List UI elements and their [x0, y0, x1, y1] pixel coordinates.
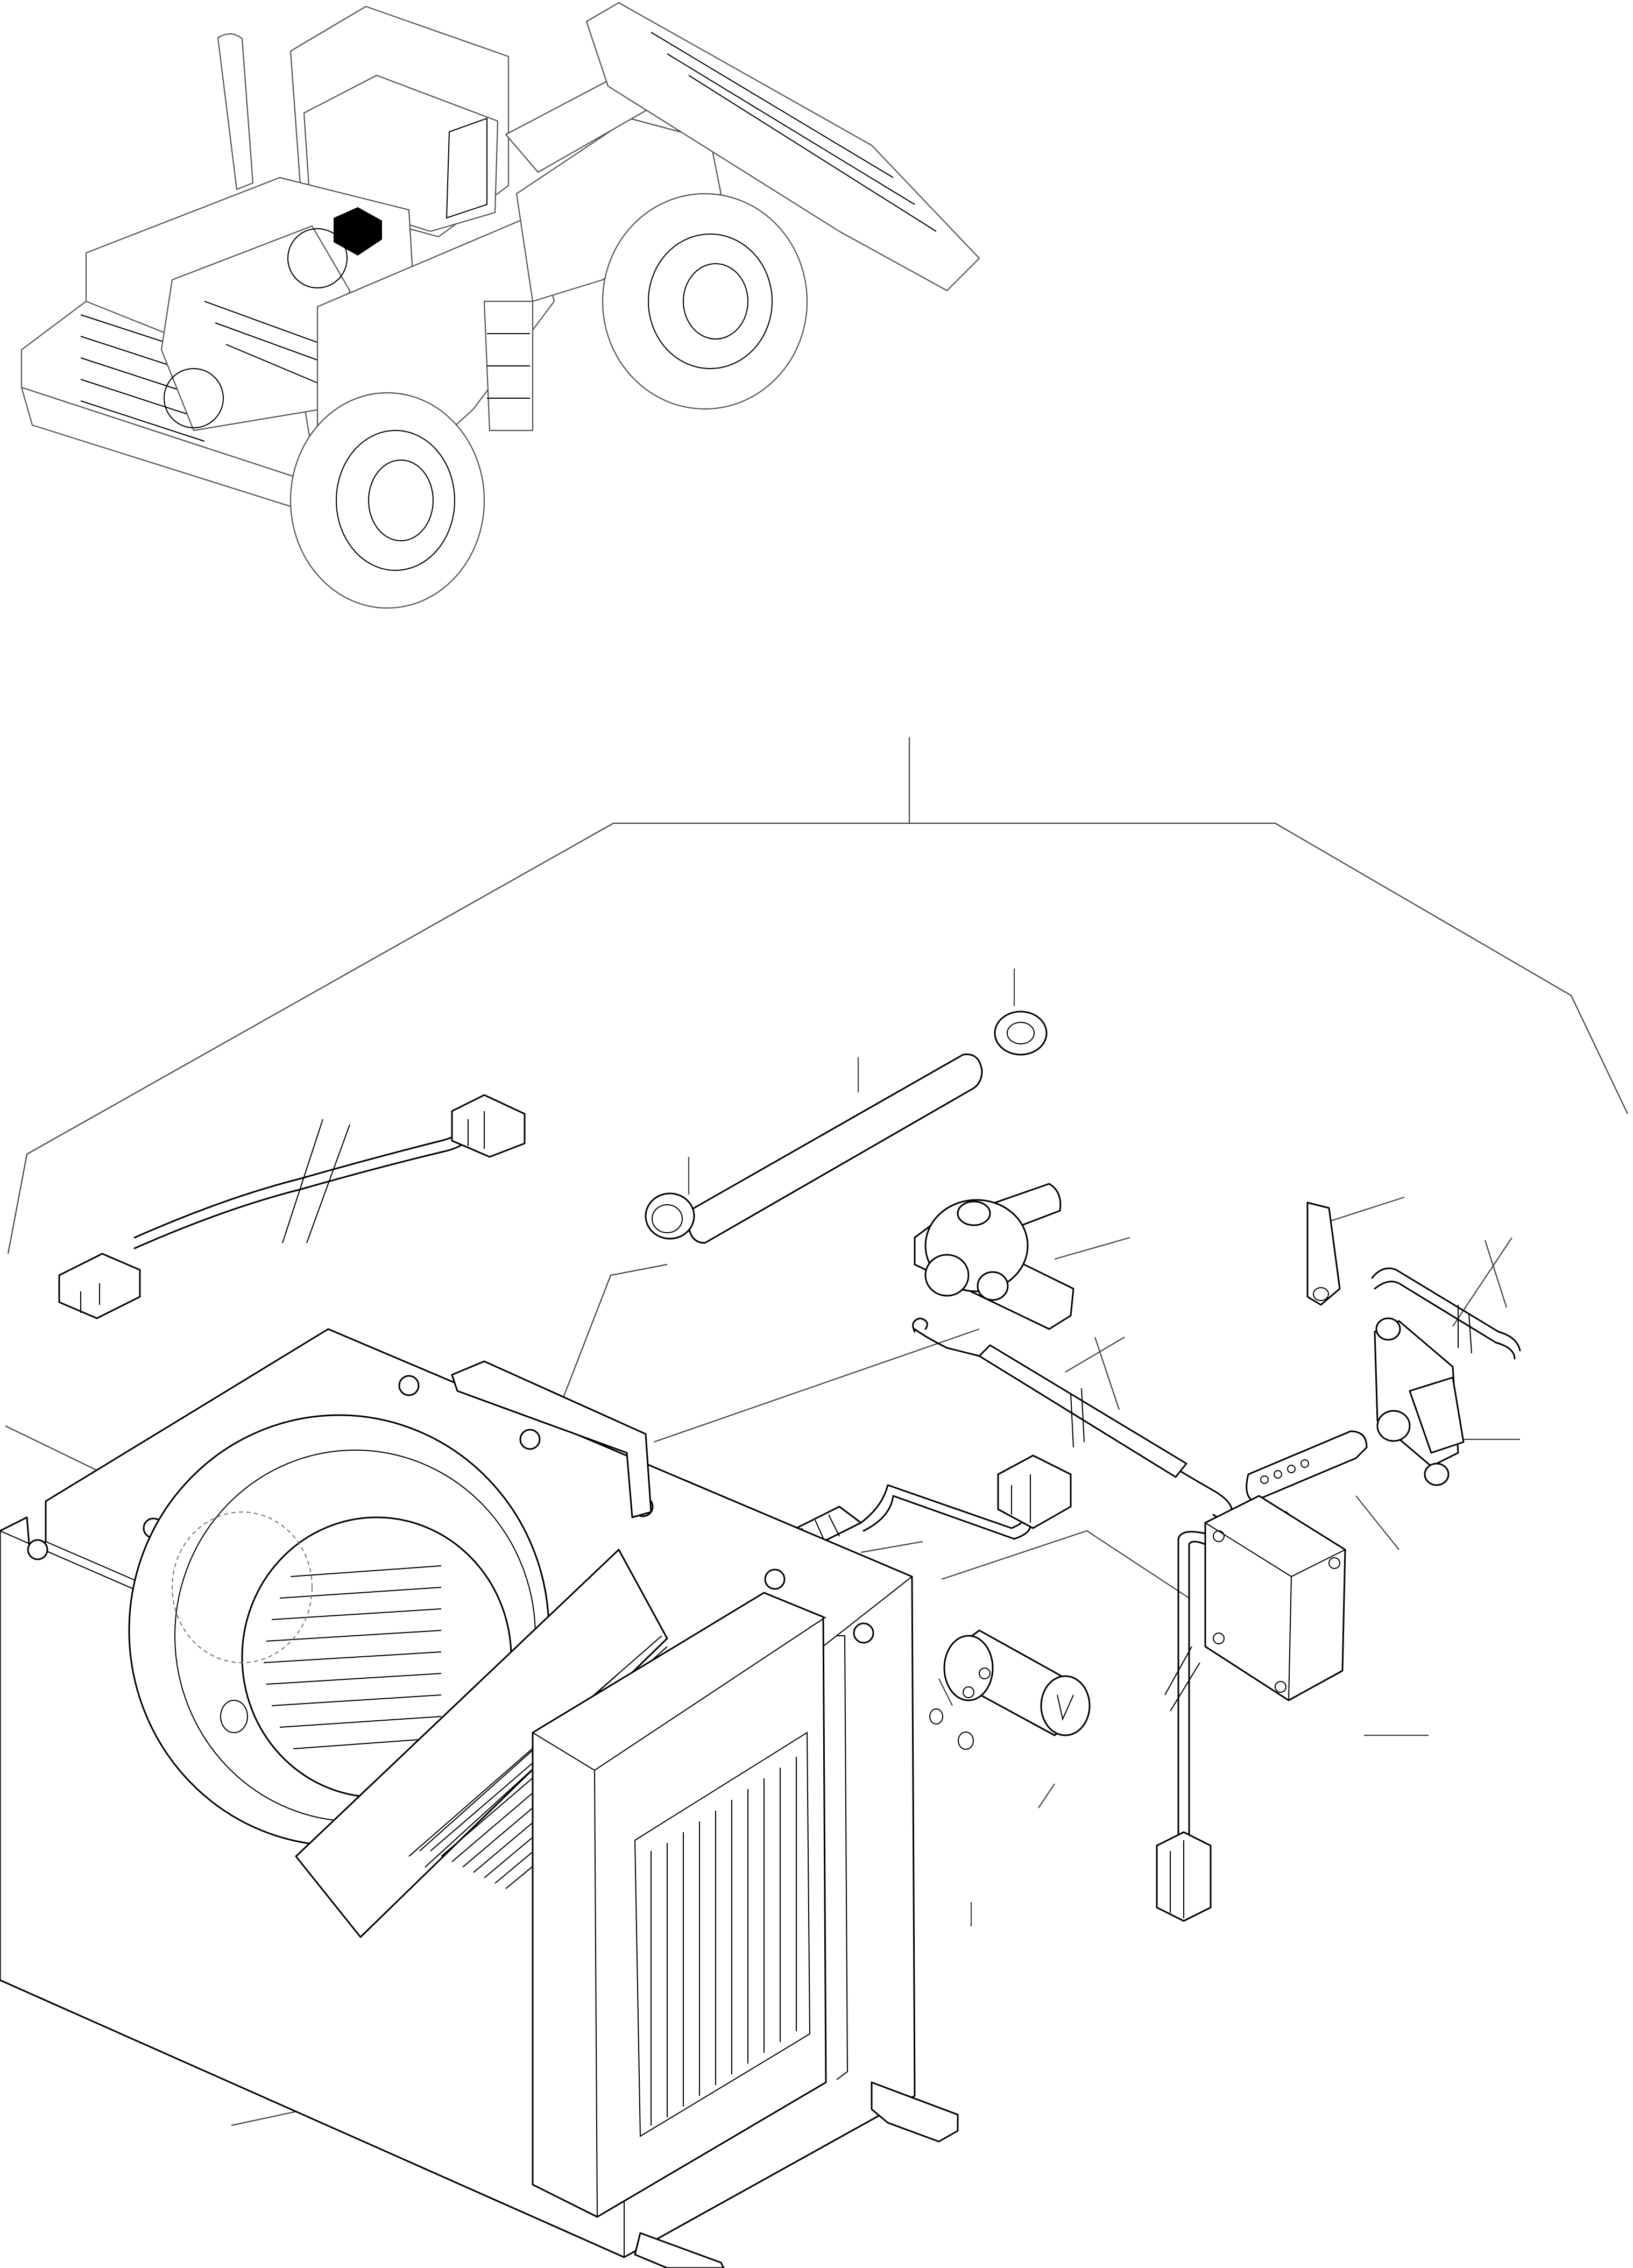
wheel-loader-overview: [20, 2, 980, 609]
water-valve: [914, 1183, 1074, 1330]
tube-and-grommets: [645, 1011, 1048, 1244]
control-board: [1156, 1495, 1346, 1922]
highlight-marker: [334, 207, 382, 256]
o-ring-b-icon: [958, 1732, 974, 1750]
air-filter-icon: [295, 1549, 668, 1938]
o-ring-a-icon: [929, 1708, 943, 1725]
damper-linkage: [1246, 1202, 1521, 1540]
assembly-bracket: [7, 737, 1628, 1254]
grommet-small-icon: [645, 1192, 695, 1240]
heater-core-icon: [532, 1592, 827, 2218]
grommet-large-icon: [994, 1011, 1048, 1056]
harness-connector-b-icon: [451, 1094, 526, 1158]
wire-harness: [58, 1094, 526, 1319]
bracket-plate-icon: [1306, 1202, 1341, 1306]
control-cable: [912, 1317, 1233, 1519]
expansion-valve: [929, 1629, 1091, 1750]
sensor-connector-icon: [997, 1454, 1072, 1529]
hvac-unit: [0, 1328, 959, 2268]
